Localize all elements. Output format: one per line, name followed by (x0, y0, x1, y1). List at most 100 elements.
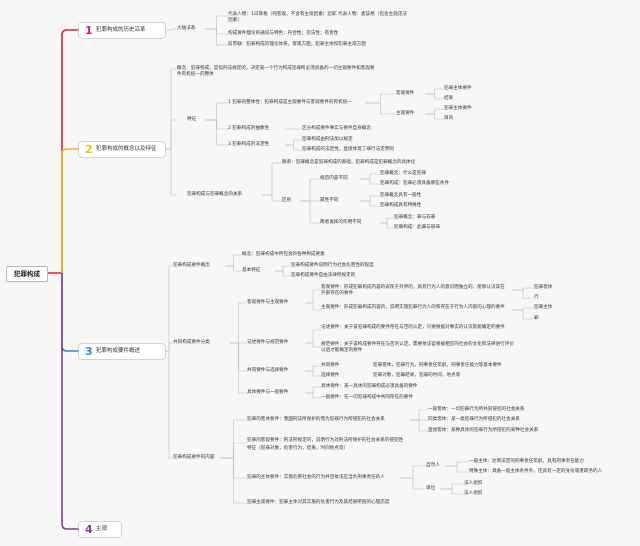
s2-features-node[interactable]: 特征 (187, 117, 197, 122)
s2-sub-leaf-1[interactable]: 犯罪主体要件 (444, 106, 472, 111)
s3-concept-def[interactable]: 概念：犯罪构成中所包含的各种构成要素 (242, 252, 325, 257)
s3-c-1 (220, 442, 247, 459)
s3-desc-def[interactable]: 记述要件：关于该犯罪构成的要件存在与否的认定，只要根据对事实的认识就能确定的要件 (321, 325, 505, 330)
s1-item-1[interactable]: 代表人物：1日耳格（纯客观，不含有主观因素）迈耶 代表人物：麦兹格（包含主观违法… (228, 12, 407, 23)
s1-dalu-node[interactable]: 大陆法系 (177, 26, 196, 31)
section-1-node[interactable]: 1 犯罪构成的历史沿革 (79, 23, 165, 38)
branch-line-4 (61, 273, 79, 530)
s3-c1-0 (410, 409, 428, 421)
s3-subj-leaf-1[interactable]: 犯罪主体 (534, 305, 553, 310)
s3-common-node[interactable]: 共同要件 (321, 363, 340, 368)
s2-diff-1a[interactable]: 犯罪概念：什么是犯罪 (380, 171, 426, 176)
s2-diff-3b[interactable]: 犯罪构成：此罪与彼罪 (394, 225, 440, 230)
s3-basic-features[interactable]: 基本特征 (242, 268, 261, 273)
s3-norm-def[interactable]: 规范要件：关于该构成要件存在与否的认定，需要依法官根据相应的社会的文化和法律进行… (321, 342, 514, 353)
s2-subjective-node[interactable]: 主观要件 (396, 111, 415, 116)
s3-feature-b[interactable]: 犯罪构成要件是由法律所规定的 (291, 273, 356, 278)
s2-d1-0 (360, 173, 380, 180)
s3-common-leaf[interactable]: 犯罪客体，犯罪行为，刑事责任年龄，刑事责任能力等基本要件 (373, 363, 502, 368)
s3-obj-leaf-2[interactable]: 行 (534, 295, 539, 300)
s3-subject-element[interactable]: 犯罪的主体要件：实施危害社会的行为并且依法应当负刑事责任的人 (247, 475, 385, 480)
s2-diff-2a[interactable]: 犯罪概念具有一般性 (380, 193, 422, 198)
s3-b1-0 (305, 289, 321, 304)
s2-relation-node[interactable]: 犯罪构成与犯罪概念的关系 (187, 192, 243, 197)
s3-feature-a[interactable]: 犯罪构成要件说明行为社会危害性的程度 (291, 263, 374, 268)
section-1-label: 犯罪构成的历史沿革 (96, 27, 146, 33)
section-2-node[interactable]: 2 犯罪构成的概念以及特征 (79, 142, 165, 157)
s3-general-subject[interactable]: 一般主体：达到法定的刑事责任年龄，具有刑事责任能力 (469, 459, 584, 464)
section-4-node[interactable]: 4 主观 (79, 522, 121, 537)
s2-diff-2[interactable]: 属性不同 (320, 198, 339, 203)
section-3-label: 犯罪构成要件概述 (96, 348, 141, 354)
s2-diff-3a[interactable]: 犯罪概念：罪与非罪 (394, 215, 436, 220)
s2-feature-2[interactable]: 2 犯罪构成的抽象性 (228, 126, 270, 131)
s3-natural-person[interactable]: 自然人 (426, 463, 440, 468)
s3-unit-leaf-1[interactable]: 法人组织 (464, 481, 483, 486)
s3-object-class[interactable]: 同类客体：某一类犯罪行为所侵犯的社会关系 (428, 417, 520, 422)
s1-item-3[interactable]: 前苏联：犯罪构成的理论体系，客观方面，犯罪主体和犯罪主观方面 (228, 42, 366, 47)
s2-diff-3[interactable]: 两者发挥的作用不同 (320, 220, 362, 225)
s3-objective-element[interactable]: 犯罪的客观要件：刑法所规定的，说明行为对刑法所保护的社会关系的侵犯性 (247, 438, 404, 443)
s1-item-2[interactable]: 构成要件理论的通说与特色：符合性；违法性；有责性 (228, 31, 339, 36)
s3-obj-subj[interactable]: 客观要件与主观要件 (247, 300, 289, 305)
s2-relation-link[interactable]: 联系：犯罪概念是犯罪构成的基础，犯罪构成是犯罪概念的具体化 (282, 160, 416, 165)
s3-objective-features[interactable]: 特征（犯罪对象，危害行为，结果，时间地点等） (247, 446, 349, 451)
s3-subj-def[interactable]: 主观要件：形成犯罪构成内容的，说明实施犯罪行为人的和存在于行为人内部的心理的要件 (321, 305, 505, 310)
s3-object-direct[interactable]: 直接客体：某种具体的犯罪行为所侵犯的某种社会关系 (428, 428, 539, 433)
s2-obj-leaf-2[interactable]: 结果 (444, 96, 454, 101)
s3-subj-leaf-2[interactable]: 罪 (534, 316, 539, 321)
s3-obj-leaf-1[interactable]: 犯罪客体 (534, 285, 553, 290)
s2-diff-1[interactable]: 规范内容不同 (320, 176, 348, 181)
s2-d1-1 (360, 178, 380, 185)
s2-rel-0 (262, 162, 282, 196)
s3-optional-leaf[interactable]: 犯罪对象，犯罪结果，犯罪的时间，地点等 (373, 373, 461, 378)
s3-a-1 (225, 265, 242, 272)
branch-line-2 (61, 148, 79, 273)
s3-desc-norm[interactable]: 记述要件与规范要件 (247, 340, 289, 345)
s2-feature-2-leaf[interactable]: 区分构成要件事实与要件自身概念 (302, 126, 371, 131)
s2-difference-node[interactable]: 区别 (282, 198, 292, 203)
s3-optional-node[interactable]: 选择要件 (321, 373, 340, 378)
s2-obj-leaf-1[interactable]: 犯罪主体要件 (444, 86, 472, 91)
s2-feature-1[interactable]: 1 犯罪的整体性：犯罪构成是主观要件与客观要件的有机统一 (228, 100, 352, 105)
section-2-label: 犯罪构成的概念以及特征 (96, 146, 157, 152)
s2-t1-0 (365, 93, 396, 104)
s2-zhu-1 (425, 113, 444, 120)
s2-concept-node[interactable]: 概念：犯罪构成，是指刑法规定的，决定某一个行为构成犯罪所必须具备的一切主观要件和… (177, 66, 375, 77)
s3-classification-node[interactable]: 共同构成要件分类 (173, 340, 210, 345)
s3-object-element[interactable]: 犯罪的客体要件：我国刑法所保护的而为犯罪行为所侵犯的社会关系 (247, 417, 385, 422)
s3-a2-1 (275, 270, 291, 277)
s3-b4-0 (305, 386, 321, 394)
s3-unit[interactable]: 单位 (426, 486, 436, 491)
s3-conn-1 (165, 342, 173, 352)
s3-special-subject[interactable]: 特殊主体：具备一般主体条件外，还具有一定的身份或者职务的人 (469, 469, 603, 474)
s3-common-optional[interactable]: 共同要件与选择要件 (247, 368, 289, 373)
section-4-number: 4 (85, 523, 93, 536)
s3-c-3 (220, 457, 247, 504)
s2-d2-0 (360, 195, 380, 202)
s2-diff-2b[interactable]: 犯罪构成具有特殊性 (380, 203, 422, 208)
section-2-number: 2 (85, 143, 93, 156)
s3-specific-def[interactable]: 具体要件：某一具体的犯罪构成必须具备的要件 (321, 384, 418, 389)
s2-diff-0 (300, 178, 320, 202)
s2-d2-1 (360, 200, 380, 207)
root-node[interactable]: 犯罪构成 (6, 266, 48, 282)
s2-feature-3-leaf-1[interactable]: 犯罪构成由刑法加以规定 (302, 137, 353, 142)
s3-subjective-element[interactable]: 犯罪主观要件：犯罪主体对其实施的危害行为及其结果所抱的心理态度 (247, 500, 390, 505)
s3-obj-def[interactable]: 客观要件：形成犯罪构成内容的表现于外界的，具有行为人的意识而独立的，能够认识其在… (321, 285, 505, 296)
s3-specific-general[interactable]: 具体要件与一般要件 (247, 390, 289, 395)
s2-feature-3-leaf-2[interactable]: 犯罪构成的法定性，直接体现了罪行法定原则 (302, 147, 394, 152)
s2-diff-1b[interactable]: 犯罪构成：犯罪必须具备哪些条件 (380, 181, 449, 186)
section-3-node[interactable]: 3 犯罪构成要件概述 (79, 344, 165, 359)
s3-object-general[interactable]: 一般客体：一切犯罪行为所共同侵犯的社会关系 (428, 407, 525, 412)
s2-feature-3[interactable]: 3 犯罪构成的法定性 (228, 142, 270, 147)
s2-conn-2 (165, 148, 177, 196)
s2-sub-leaf-2[interactable]: 目的 (444, 116, 454, 121)
s3-content-node[interactable]: 犯罪构成要件的内容 (173, 455, 215, 460)
s3-b2-1 (305, 342, 321, 348)
s2-objective-node[interactable]: 客观要件 (396, 91, 415, 96)
s3-general-def[interactable]: 一般要件：在一切犯罪构成中共同存在的要件 (321, 395, 413, 400)
s3-concept-node[interactable]: 犯罪构成要件概念 (173, 263, 210, 268)
s3-unit-leaf-2[interactable]: 法人组织 (464, 491, 483, 496)
